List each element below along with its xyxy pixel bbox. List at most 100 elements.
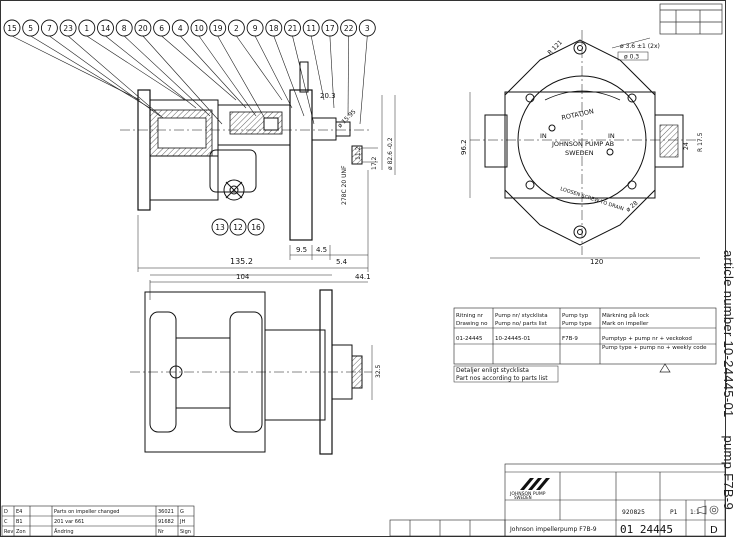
- info-cell: 01-24445: [456, 336, 483, 342]
- balloon-label: 6: [159, 24, 164, 33]
- approval-table: [659, 3, 723, 35]
- leader-line: [86, 35, 186, 101]
- info-cell: 10-24445-01: [495, 336, 530, 342]
- info-cell: F7B-9: [562, 336, 578, 342]
- warning-triangle-icon: [659, 363, 671, 373]
- balloon-label: 21: [288, 24, 298, 33]
- dim-r121: R 121: [546, 39, 563, 56]
- dim-32-5: 32.5: [375, 364, 382, 378]
- balloon-label: 4: [178, 24, 183, 33]
- revision-cell: Ändring: [54, 528, 74, 535]
- company-country: SWEDEN: [514, 495, 532, 500]
- revision-cell: G: [180, 509, 184, 515]
- leader-line: [347, 35, 349, 117]
- sheet-border: [0, 0, 726, 537]
- revision-cell: Parts on impeller changed: [54, 509, 119, 515]
- dim-120: 120: [590, 258, 603, 266]
- balloon-label: 20: [138, 24, 148, 33]
- leader-line: [142, 35, 223, 125]
- leader-line: [198, 35, 257, 117]
- leader-line: [236, 35, 283, 101]
- balloon-13: [211, 218, 229, 236]
- dim-r28: ø 28: [625, 200, 640, 214]
- balloon-label: 1: [84, 24, 89, 33]
- revision-cell: Rev: [4, 529, 13, 535]
- info-table: [453, 307, 717, 365]
- dim-104: 104: [236, 273, 250, 281]
- balloon-label: 23: [63, 24, 73, 33]
- note-english: Part nos according to parts list: [456, 375, 548, 382]
- revision-cell: B1: [16, 519, 23, 525]
- plate-country: SWEDEN: [565, 149, 594, 157]
- drawing-date: 920825: [622, 509, 645, 516]
- info-cell: Pumptyp + pump nr + veckokod: [602, 336, 692, 342]
- revision-cell: Zon: [16, 529, 26, 535]
- revision-cell: E4: [16, 509, 22, 515]
- balloon-label: 9: [253, 24, 258, 33]
- balloon-label: 12: [233, 223, 243, 232]
- dim-135: 135.2: [230, 257, 253, 266]
- balloon-label: 14: [101, 24, 111, 33]
- plate-in-left: IN: [540, 132, 547, 140]
- revision-cell: 36021: [158, 509, 174, 515]
- leader-line: [67, 35, 171, 125]
- info-cell: Pump nr/ stycklista: [495, 313, 548, 319]
- revision-cell: Nr: [158, 529, 165, 535]
- revision-cell: D: [4, 509, 8, 515]
- revision-cell: 201 var 661: [54, 519, 84, 525]
- dim-9-5: 9.5: [296, 246, 307, 254]
- leader-line: [217, 35, 269, 125]
- front-dimensions: [469, 37, 700, 259]
- leader-line: [49, 35, 161, 117]
- revision-cell: JH: [179, 519, 185, 525]
- pump-model: pump F7B-9: [721, 435, 736, 510]
- leader-lines: [11, 35, 368, 125]
- balloon-label: 10: [194, 24, 204, 33]
- balloon-label: 18: [269, 24, 279, 33]
- drawing-revision: D: [710, 525, 718, 536]
- dim-15-95: ø 15.95: [336, 108, 357, 129]
- info-cell: Pump no/ parts list: [495, 321, 548, 327]
- balloon-label: 16: [251, 223, 261, 232]
- balloon-label: 7: [47, 24, 52, 33]
- dim-position-tolerance: ø 0.3: [624, 54, 639, 61]
- balloon-12: [229, 218, 247, 236]
- dim-96-2: 96.2: [460, 139, 468, 155]
- revision-cell: C: [4, 519, 8, 525]
- info-cell: Märkning på lock: [602, 312, 650, 319]
- drawing-scale: 1:1: [690, 509, 700, 516]
- balloon-label: 2: [234, 24, 239, 33]
- dim-20-3: 20.3: [320, 92, 336, 100]
- balloon-label: 22: [344, 24, 354, 33]
- balloon-label: 15: [7, 24, 17, 33]
- company-name: JOHNSON PUMP: [509, 491, 546, 497]
- plate-loosen: LOOSEN SCREW TO DRAIN: [559, 186, 624, 212]
- projection-symbol-icon: [697, 505, 719, 515]
- top-dimensions: [150, 274, 373, 400]
- plate-in-right: IN: [608, 132, 615, 140]
- leader-line: [180, 35, 247, 109]
- leader-line: [123, 35, 211, 117]
- title-block: [389, 463, 726, 537]
- revision-table: [1, 505, 195, 537]
- leader-line: [359, 35, 368, 125]
- top-view: [130, 280, 372, 455]
- balloon-label: 5: [28, 24, 33, 33]
- side-caption: article number 10-24445-01 pump F7B-9: [721, 250, 736, 524]
- drawing-title: Johnson impellerpump F7B-9: [509, 526, 597, 533]
- balloon-label: 3: [365, 24, 370, 33]
- leader-line: [273, 35, 305, 117]
- balloon-label: 8: [122, 24, 127, 33]
- part-balloons-bottom: 13 12 16: [211, 218, 265, 236]
- revision-cell: Sign: [180, 529, 191, 535]
- dim-r17-5: R 17.5: [697, 132, 704, 152]
- balloon-label: 13: [215, 223, 225, 232]
- balloon-16: [247, 218, 265, 236]
- company-logo: [520, 478, 550, 490]
- note-swedish: Detaljer enligt stycklista: [456, 367, 529, 374]
- leader-line: [105, 35, 197, 109]
- balloon-label: 17: [325, 24, 335, 33]
- dim-5-4: 5.4: [336, 258, 348, 266]
- balloon-label: 11: [306, 24, 316, 33]
